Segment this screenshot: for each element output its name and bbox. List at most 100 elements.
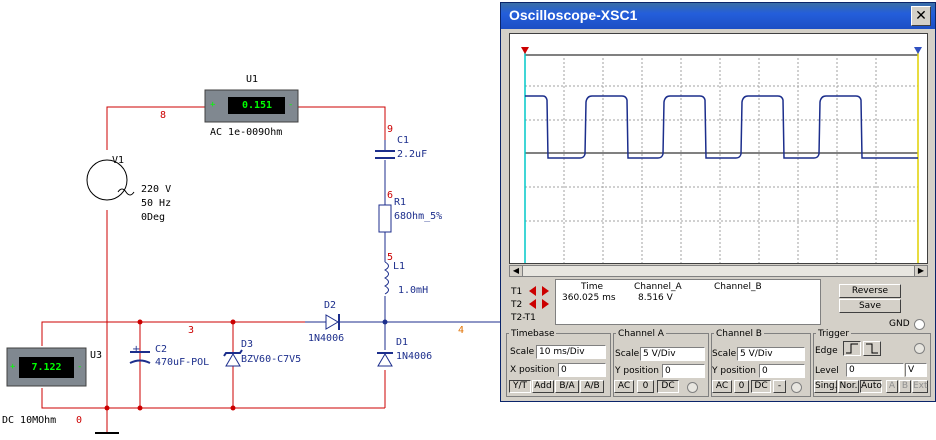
cursor-readout: Time Channel_A Channel_B 360.025 ms 8.51… — [555, 279, 821, 325]
reverse-button[interactable]: Reverse — [839, 284, 901, 298]
readout-cha-header: Channel_A — [634, 282, 682, 292]
cursor-t2-handle[interactable] — [914, 47, 922, 54]
trigger-a-button[interactable]: A — [886, 380, 898, 393]
d3-value: BZV60-C7V5 — [241, 354, 302, 365]
channel-b-ypos-input[interactable]: 0 — [759, 364, 805, 378]
nor-button[interactable]: Nor. — [838, 380, 859, 393]
channel-a-ypos-label: Y position — [615, 366, 660, 376]
channel-a-zero-button[interactable]: 0 — [637, 380, 654, 393]
trigger-level-unit[interactable]: V — [905, 363, 927, 377]
u3-label: U3 — [90, 350, 103, 361]
channel-b-terminal-icon[interactable] — [791, 382, 802, 393]
channel-a-scale-label: Scale — [615, 349, 640, 359]
timebase-scale-input[interactable]: 10 ms/Div — [536, 345, 606, 359]
channel-a-terminal-icon[interactable] — [687, 382, 698, 393]
timebase-scale-label: Scale — [510, 347, 535, 357]
u1-label: U1 — [246, 74, 259, 85]
node-0: 0 — [76, 415, 83, 426]
channel-a-title: Channel A — [616, 329, 666, 339]
l1-value: 1.0mH — [398, 285, 429, 296]
channel-b-zero-button[interactable]: 0 — [734, 380, 749, 393]
r1-value: 68Ohm_5% — [394, 211, 443, 222]
add-button[interactable]: Add — [532, 380, 554, 393]
scroll-right-icon[interactable]: ▶ — [914, 266, 927, 276]
d2-diode[interactable] — [305, 314, 340, 330]
c2-label: C2 — [155, 344, 168, 355]
rising-edge-button[interactable] — [843, 341, 861, 356]
channel-a-trace — [525, 95, 918, 159]
sing-button[interactable]: Sing. — [814, 380, 838, 393]
oscilloscope-window: Oscilloscope-XSC1 ✕ ◀ ▶ T1 — [500, 2, 936, 402]
channel-b-ypos-label: Y position — [712, 366, 757, 376]
window-title: Oscilloscope-XSC1 — [509, 7, 638, 23]
channel-a-scale-input[interactable]: 5 V/Div — [640, 347, 705, 361]
channel-a-dc-button[interactable]: DC — [657, 380, 679, 393]
c2-capacitor[interactable] — [129, 351, 151, 364]
auto-button[interactable]: Auto — [860, 380, 882, 393]
channel-b-scale-input[interactable]: 5 V/Div — [737, 347, 805, 361]
l1-inductor[interactable] — [383, 261, 389, 295]
d2-value: 1N4006 — [308, 333, 345, 344]
t1-arrows-icon[interactable] — [529, 286, 549, 296]
trigger-terminal-icon[interactable] — [914, 343, 925, 354]
timebase-group — [506, 333, 611, 397]
u1-reading: 0.151 — [241, 100, 273, 111]
save-button[interactable]: Save — [839, 299, 901, 313]
c2-value: 470uF-POL — [155, 357, 210, 368]
t2-arrows-icon[interactable] — [529, 299, 549, 309]
scope-screen — [509, 33, 928, 264]
u3-minus: - — [77, 362, 83, 372]
xposition-input[interactable]: 0 — [558, 363, 606, 377]
readout-chb-header: Channel_B — [714, 282, 762, 292]
v1-source[interactable] — [86, 159, 135, 201]
scroll-left-icon[interactable]: ◀ — [510, 266, 523, 276]
c1-value: 2.2uF — [397, 149, 428, 160]
title-bar[interactable]: Oscilloscope-XSC1 ✕ — [501, 3, 935, 29]
waveform-display — [521, 47, 922, 263]
r1-label: R1 — [394, 197, 407, 208]
channel-b-dc-button[interactable]: DC — [751, 380, 771, 393]
channel-b-minus-button[interactable]: - — [773, 380, 786, 393]
channel-a-ypos-input[interactable]: 0 — [662, 364, 705, 378]
trigger-ext-button[interactable]: Ext — [912, 380, 928, 393]
trigger-b-button[interactable]: B — [899, 380, 911, 393]
ba-button[interactable]: B/A — [555, 380, 579, 393]
falling-edge-button[interactable] — [863, 341, 881, 356]
l1-label: L1 — [393, 261, 406, 272]
yt-button[interactable]: Y/T — [509, 380, 531, 393]
t1-label: T1 — [511, 287, 523, 297]
c1-capacitor[interactable] — [375, 150, 395, 159]
gnd-terminal-icon[interactable] — [914, 319, 925, 330]
d1-label: D1 — [396, 337, 409, 348]
channel-a-ac-button[interactable]: AC — [614, 380, 634, 393]
node-6: 6 — [387, 190, 394, 201]
node-4: 4 — [458, 325, 465, 336]
d3-zener-diode[interactable] — [223, 349, 243, 367]
node-3: 3 — [188, 325, 195, 336]
u1-minus: - — [288, 100, 294, 110]
channel-b-ac-button[interactable]: AC — [712, 380, 732, 393]
v1-voltage: 220 V — [141, 184, 172, 195]
readout-time: 360.025 ms — [562, 293, 616, 303]
t2-label: T2 — [511, 300, 523, 310]
ab-button[interactable]: A/B — [580, 380, 604, 393]
u3-multimeter[interactable] — [6, 347, 87, 387]
d1-diode[interactable] — [377, 352, 393, 367]
v1-frequency: 50 Hz — [141, 198, 172, 209]
trigger-level-input[interactable]: 0 — [846, 363, 904, 377]
close-button[interactable]: ✕ — [911, 6, 931, 26]
node-8: 8 — [160, 110, 167, 121]
cursor-t1-handle[interactable] — [521, 47, 529, 54]
v1-phase: 0Deg — [141, 212, 166, 223]
node-9: 9 — [387, 124, 394, 135]
v1-label: V1 — [112, 155, 125, 166]
r1-resistor[interactable] — [378, 204, 392, 233]
u1-multimeter[interactable] — [204, 89, 299, 123]
horizontal-scrollbar[interactable]: ◀ ▶ — [509, 265, 928, 277]
readout-time-header: Time — [581, 282, 604, 292]
c1-label: C1 — [397, 135, 410, 146]
xposition-label: X position — [510, 365, 555, 375]
trigger-title: Trigger — [816, 329, 852, 339]
node-5: 5 — [387, 252, 394, 263]
